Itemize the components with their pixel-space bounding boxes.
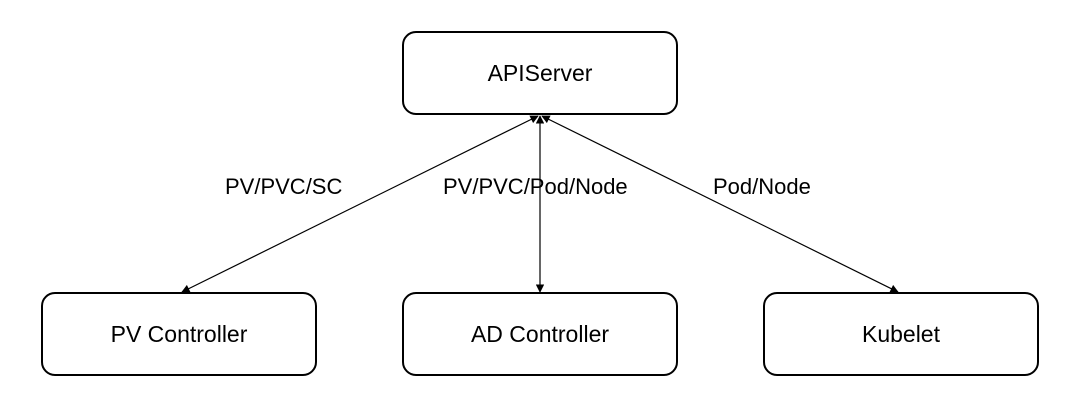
edge-apiserver-pv-controller	[181, 115, 539, 293]
ad-controller-label: AD Controller	[470, 320, 610, 347]
kubelet-label: Kubelet	[861, 320, 940, 347]
edge-label-kubelet: Pod/Node	[713, 174, 811, 199]
kubelet-node: Kubelet	[763, 292, 1039, 376]
edge-label-ad-controller: PV/PVC/Pod/Node	[443, 174, 628, 199]
edge-label-pv-controller: PV/PVC/SC	[225, 174, 343, 199]
apiserver-node: APIServer	[402, 31, 678, 115]
pv-controller-label: PV Controller	[110, 320, 248, 347]
ad-controller-node: AD Controller	[402, 292, 678, 376]
edge-apiserver-kubelet	[541, 115, 899, 293]
pv-controller-node: PV Controller	[41, 292, 317, 376]
apiserver-label: APIServer	[487, 59, 593, 86]
